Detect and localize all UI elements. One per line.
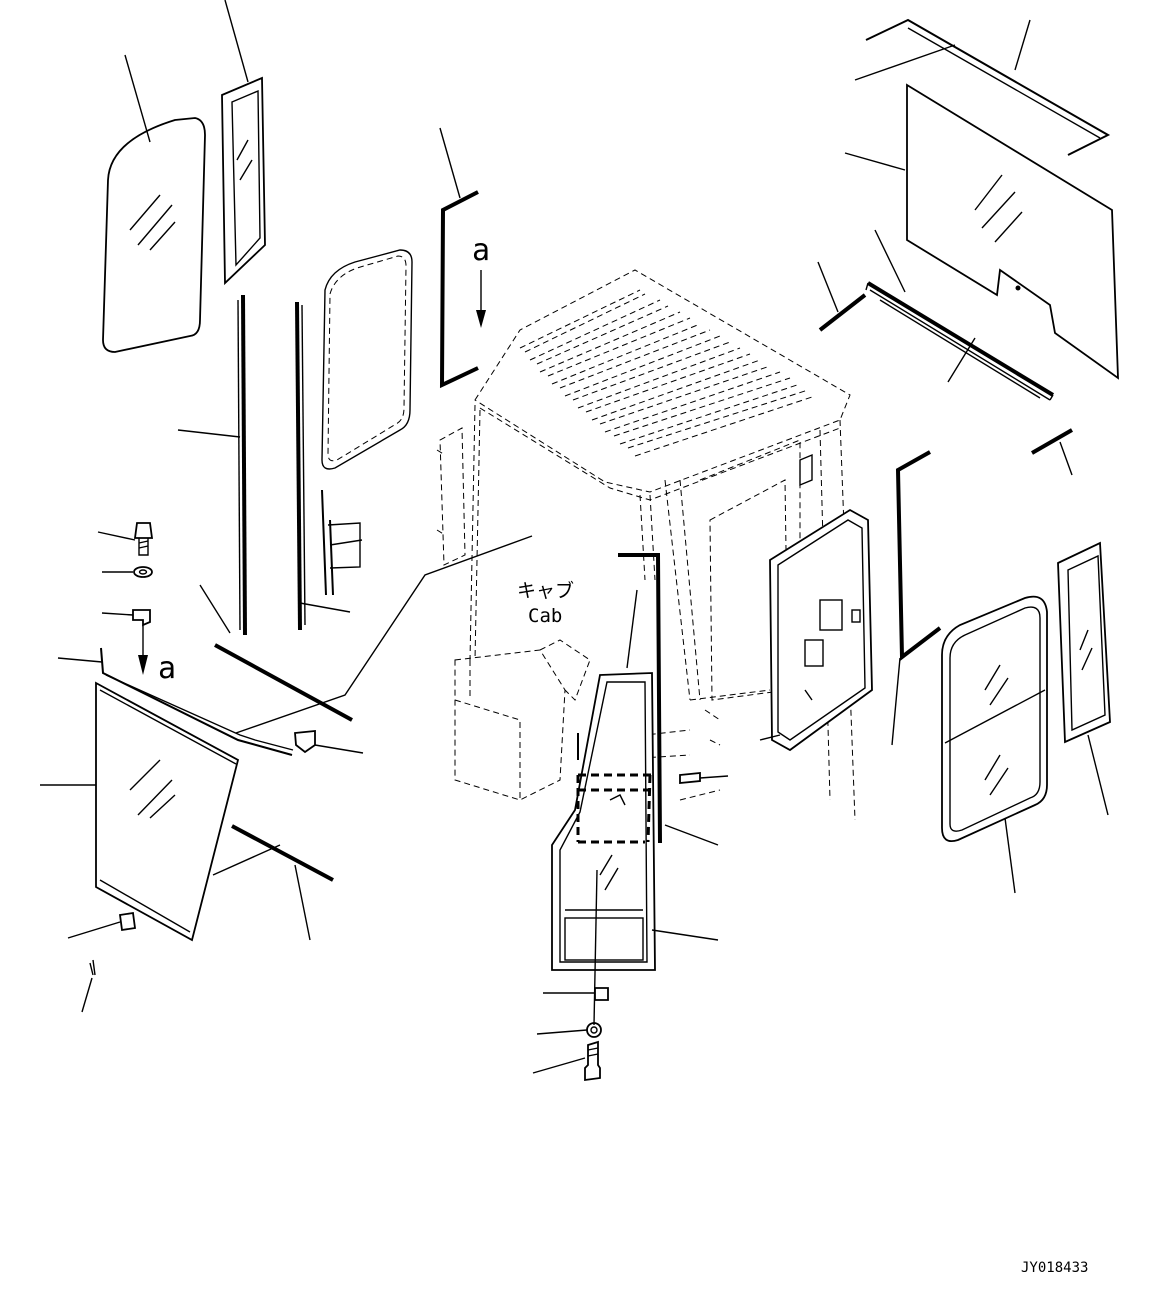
cab-label: キャブ Cab — [517, 579, 574, 627]
bolt-left — [133, 522, 154, 556]
windshield-glass — [906, 83, 1119, 380]
windshield-lower-strip — [865, 281, 1055, 401]
leader-lines — [40, 0, 1109, 1074]
door-strip-l — [618, 553, 662, 844]
windshield-right-strip — [1031, 428, 1073, 455]
left-strip-pair — [321, 489, 361, 596]
drawing-id: JY018433 — [1021, 1260, 1088, 1276]
small-bracket — [294, 730, 316, 754]
washer-left — [133, 566, 153, 578]
left-lower-strip — [214, 643, 353, 722]
cab-label-en: Cab — [528, 605, 562, 627]
left-weatherstrip-a — [237, 294, 247, 636]
front-lower-window-glass — [95, 681, 240, 942]
pin — [89, 959, 96, 976]
view-marker-top-label: a — [472, 233, 490, 268]
left-window-seal-frame — [321, 249, 413, 470]
cab-door — [759, 453, 873, 752]
right-door-window-glass — [941, 595, 1048, 843]
view-marker-top: a — [472, 233, 490, 328]
door-center-line — [593, 869, 598, 1026]
clip-left — [132, 609, 151, 627]
roof-front-strip — [865, 18, 1111, 156]
right-rear-small-glass — [1057, 541, 1111, 744]
door-bolt-parts — [584, 987, 609, 1082]
door-glass-assembly — [551, 672, 656, 971]
view-marker-left: a — [138, 625, 176, 686]
right-door-strip — [895, 450, 942, 661]
lower-clip — [118, 911, 137, 932]
left-weatherstrip-b — [295, 301, 306, 631]
left-small-window-glass — [221, 76, 266, 286]
front-upper-strip — [439, 190, 479, 389]
left-rear-window-glass — [102, 117, 206, 353]
door-rod — [577, 733, 701, 784]
view-marker-left-label: a — [158, 651, 176, 686]
front-lower-strip — [231, 824, 334, 882]
front-lower-glass-top-strip — [100, 647, 294, 756]
windshield-side-strip — [818, 293, 867, 332]
cab-label-jp: キャブ — [517, 579, 574, 602]
